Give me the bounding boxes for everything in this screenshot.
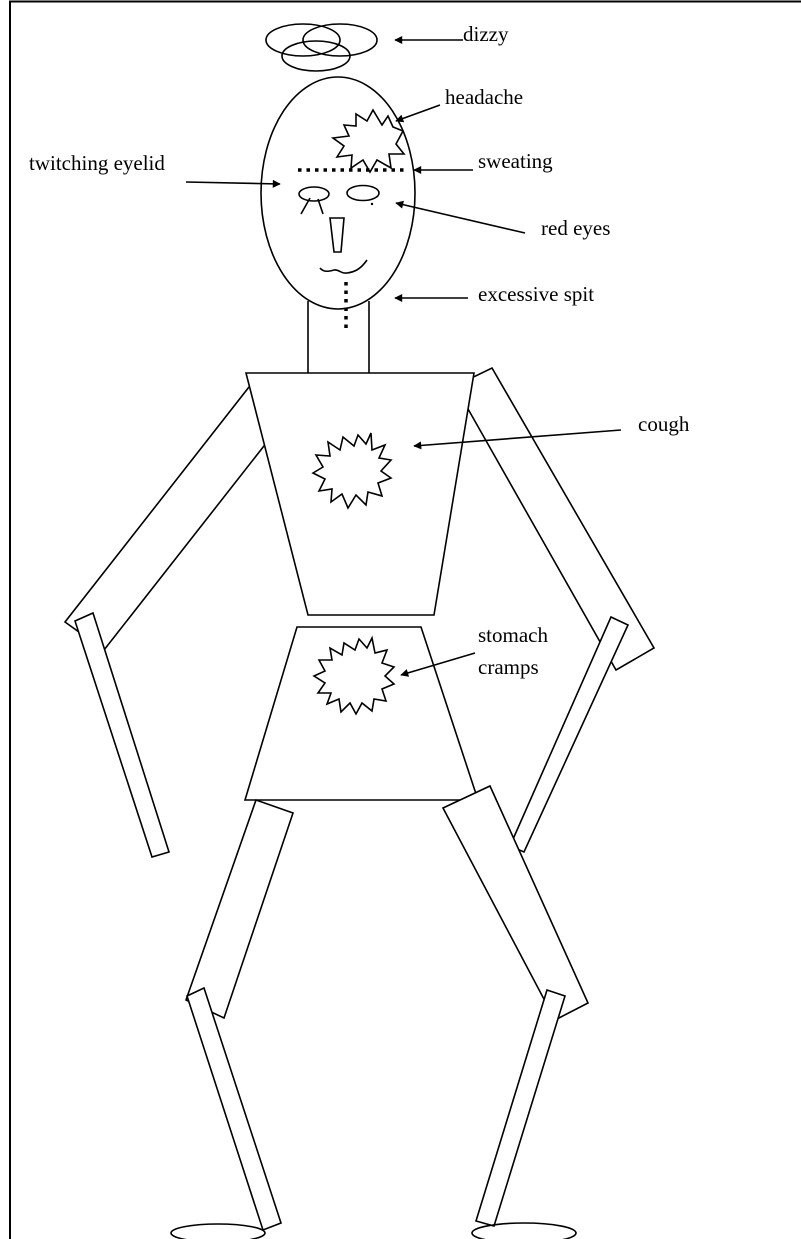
label-cough: cough — [638, 412, 690, 436]
arrow-twitching-eyelid — [186, 182, 280, 184]
abdomen — [245, 627, 478, 800]
dizzy-circles-icon — [266, 24, 377, 71]
left-upper-arm — [65, 387, 289, 650]
arrow-red-eyes — [396, 203, 525, 233]
headache-star-icon — [333, 110, 404, 172]
head — [261, 77, 415, 309]
label-excessive-spit: excessive spit — [478, 282, 594, 306]
nose — [330, 218, 344, 252]
right-thigh — [443, 786, 588, 1020]
label-stomach: stomach — [478, 623, 548, 647]
arrow-headache — [396, 105, 440, 121]
page-frame — [10, 2, 801, 1239]
label-cramps: cramps — [478, 655, 539, 679]
neck — [308, 301, 369, 373]
mouth — [320, 260, 367, 273]
left-forearm — [75, 613, 169, 857]
left-shin — [187, 988, 281, 1230]
chest — [246, 373, 474, 615]
left-eye — [299, 187, 329, 201]
left-foot — [171, 1224, 265, 1239]
right-foot — [472, 1223, 576, 1239]
label-red-eyes: red eyes — [541, 216, 610, 240]
label-headache: headache — [445, 85, 523, 109]
label-dizzy: dizzy — [463, 22, 509, 46]
label-sweating: sweating — [478, 149, 553, 173]
left-thigh — [186, 800, 293, 1018]
right-shin — [476, 990, 565, 1226]
right-eye — [347, 186, 379, 201]
label-twitching-eyelid: twitching eyelid — [29, 151, 165, 175]
right-forearm — [510, 617, 628, 852]
